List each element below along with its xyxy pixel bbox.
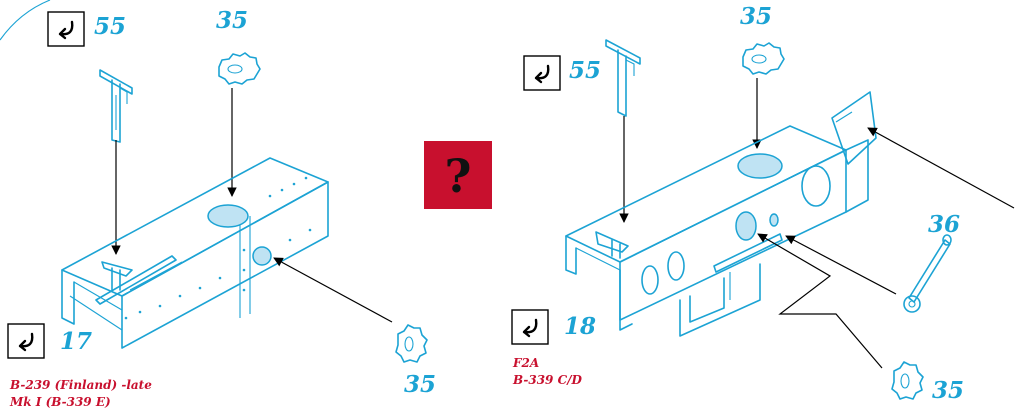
- main-box-right: [565, 125, 869, 337]
- step-ref-55-left: 55: [47, 11, 126, 47]
- port-circle: [641, 265, 659, 295]
- step-ref-17: 17: [7, 323, 92, 359]
- turn-over-icon: [18, 332, 34, 352]
- turn-over-box: [7, 323, 45, 359]
- hole-side-small: [769, 213, 779, 227]
- variant-label-line: B-239 (Finland) -late: [9, 378, 152, 392]
- part-number-nut-bottom: 35: [404, 371, 436, 398]
- step-number: 17: [60, 328, 92, 355]
- t-lever-part: [605, 39, 641, 117]
- part-number-nut-bottom: 35: [932, 377, 964, 404]
- turn-over-icon: [534, 64, 550, 84]
- variant-label-line: Mk I (B-339 E): [9, 395, 111, 409]
- nut-icon: [891, 361, 924, 400]
- step-ref-55-right: 55: [523, 55, 601, 91]
- nut-icon: [395, 324, 428, 363]
- red-box: [424, 141, 492, 209]
- hole-side-large: [735, 211, 757, 241]
- hole-top: [737, 153, 783, 179]
- variant-label-line: F2A: [512, 356, 539, 370]
- turn-over-box: [523, 55, 561, 91]
- turn-over-icon: [522, 318, 538, 338]
- installed-lever: [101, 261, 133, 291]
- arrow-lever-to-hole: [785, 235, 897, 295]
- step-ref-18: 18: [511, 309, 596, 345]
- part-number-nut: 35: [216, 7, 248, 34]
- part-number-nut-top: 35: [740, 3, 772, 30]
- nut-icon: [742, 42, 785, 75]
- arrow-to-windscreen: [867, 127, 1015, 209]
- hole-top: [207, 204, 249, 228]
- left-panel: 55 35: [0, 0, 436, 409]
- t-lever-part: [99, 69, 133, 143]
- question-mark: ?: [445, 149, 472, 203]
- nut-icon: [218, 52, 261, 85]
- hole-side: [252, 246, 272, 266]
- right-panel: 35 55: [511, 3, 1015, 404]
- turn-over-box: [47, 11, 85, 47]
- arrow-nut-to-side-hole: [273, 257, 393, 323]
- port-circle: [801, 165, 831, 207]
- step-number: 55: [94, 13, 126, 40]
- part-number-lever: 36: [928, 211, 960, 238]
- step-number: 18: [564, 313, 596, 340]
- windscreen-part: [831, 91, 877, 165]
- step-number: 55: [569, 57, 601, 84]
- page-corner-arc: [0, 0, 51, 41]
- arrow-nut-to-side-hole: [757, 233, 883, 369]
- variant-label-line: B-339 C/D: [512, 373, 583, 387]
- lever-icon: [903, 234, 952, 313]
- installed-lever: [595, 231, 629, 259]
- main-box-left: [61, 157, 329, 349]
- unknown-variant-marker: ?: [424, 141, 492, 209]
- turn-over-icon: [58, 20, 74, 40]
- port-circle: [667, 251, 685, 281]
